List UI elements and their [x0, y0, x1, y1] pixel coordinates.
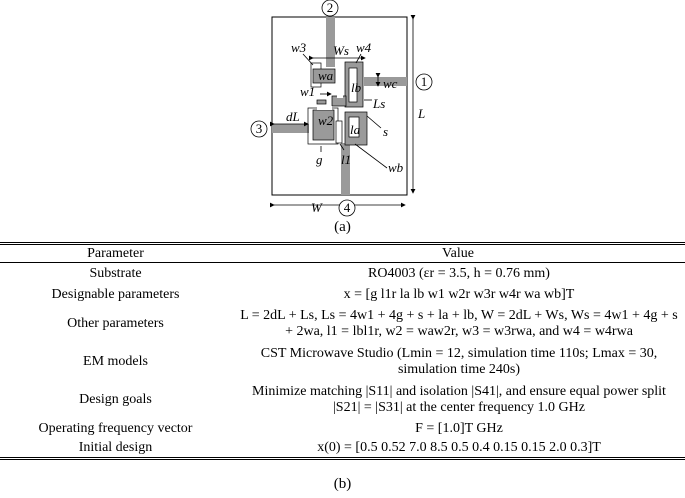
row-label: Other parameters [67, 315, 164, 331]
row-value: x(0) = [0.5 0.52 7.0 8.5 0.5 0.4 0.15 0.… [231, 439, 685, 459]
table-row: Substrate RO4003 (εr = 3.5, h = 0.76 mm) [0, 263, 685, 285]
label-w3: w3 [291, 40, 307, 55]
port-markers [250, 0, 433, 217]
port-1-label: 1 [421, 74, 428, 89]
row-value: L = 2dL + Ls, Ls = 4w1 + 4g + s + la + l… [231, 305, 685, 343]
label-w1: w1 [300, 84, 315, 99]
port-2-label: 2 [327, 0, 334, 15]
row-label: Substrate [89, 265, 142, 281]
value-text: CST Microwave Studio (Lmin = 12, simulat… [260, 345, 658, 377]
value-text: L = 2dL + Ls, Ls = 4w1 + 4g + s + la + l… [240, 307, 678, 339]
header-value: Value [231, 243, 685, 263]
row-value: CST Microwave Studio (Lmin = 12, simulat… [231, 343, 685, 381]
table-row: Other parameters L = 2dL + Ls, Ls = 4w1 … [0, 305, 685, 343]
table-row: EM models CST Microwave Studio (Lmin = 1… [0, 343, 685, 381]
label-Ws: Ws [333, 43, 349, 58]
label-wc: wc [383, 76, 398, 91]
label-la: la [350, 122, 361, 137]
port-2-marker [321, 0, 339, 17]
label-wa: wa [318, 68, 334, 83]
label-lb: lb [351, 80, 362, 95]
coupler-layout-diagram: 2 1 3 4 w3 w4 Ws wa w1 wc lb Ls L dL w2 … [250, 0, 433, 217]
row-label: EM models [83, 353, 148, 369]
port-1-marker [415, 73, 433, 91]
label-l1: l1 [341, 152, 351, 167]
row-label: Initial design [78, 439, 153, 455]
row-value: F = [1.0]T GHz [231, 419, 685, 439]
row-label: Operating frequency vector [38, 420, 193, 436]
label-g: g [316, 152, 323, 167]
label-dL: dL [286, 109, 300, 124]
row-value: Minimize matching |S11| and isolation |S… [231, 381, 685, 419]
table-row: Operating frequency vector F = [1.0]T GH… [0, 419, 685, 439]
port-2-line [326, 17, 335, 67]
table-row: Design goals Minimize matching |S11| and… [0, 381, 685, 419]
port-3-label: 3 [256, 121, 263, 136]
coupler-structure [307, 61, 368, 146]
value-text: RO4003 (εr = 3.5, h = 0.76 mm) [368, 265, 550, 281]
value-text: F = [1.0]T GHz [415, 420, 503, 436]
label-Ls: Ls [372, 96, 385, 111]
coupler-layout-figure: 2 1 3 4 w3 w4 Ws wa w1 wc lb Ls L dL w2 … [0, 0, 685, 240]
value-text: x(0) = [0.5 0.52 7.0 8.5 0.5 0.4 0.15 0.… [317, 439, 601, 455]
caption-b: (b) [333, 476, 352, 492]
value-text: Minimize matching |S11| and isolation |S… [252, 383, 666, 415]
port-4-label: 4 [344, 200, 351, 215]
table-header-row: Parameter Value [0, 243, 685, 263]
label-w4: w4 [356, 40, 372, 55]
label-W: W [311, 200, 323, 215]
feed-lines [272, 17, 407, 195]
port-3-line [272, 124, 309, 133]
header-parameter: Parameter [0, 243, 231, 263]
row-value: x = [g l1r la lb w1 w2r w3r w4r wa wb]T [231, 285, 685, 305]
row-label: Designable parameters [51, 286, 180, 302]
label-wb: wb [388, 160, 404, 175]
label-w2: w2 [318, 113, 334, 128]
row-value: RO4003 (εr = 3.5, h = 0.76 mm) [231, 263, 685, 285]
row-label: Design goals [79, 391, 152, 407]
label-s: s [383, 124, 388, 139]
table-row: Designable parameters x = [g l1r la lb w… [0, 285, 685, 305]
value-text: x = [g l1r la lb w1 w2r w3r w4r wa wb]T [343, 286, 575, 302]
port-4-marker [338, 199, 356, 217]
port-3-marker [250, 120, 268, 138]
label-L: L [417, 106, 425, 121]
table-row: Initial design x(0) = [0.5 0.52 7.0 8.5 … [0, 439, 685, 459]
parameter-table: Parameter Value Substrate RO4003 (εr = 3… [0, 242, 685, 460]
port-4-line [341, 143, 350, 195]
caption-a: (a) [334, 219, 351, 235]
port-1-line [364, 77, 407, 86]
